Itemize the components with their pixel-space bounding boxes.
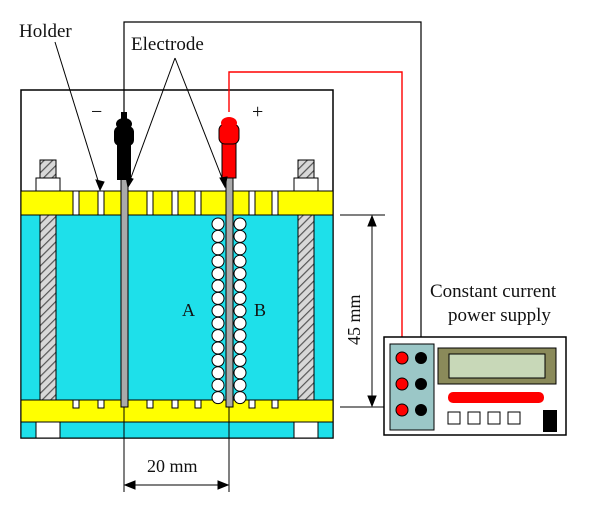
height-label: 45 mm [344,294,364,345]
holder-label: Holder [19,21,72,42]
bead [211,229,225,243]
power-supply [383,336,567,436]
bead [211,316,225,330]
bottom-strip [20,421,334,439]
power-supply-label-line2: power supply [448,305,551,326]
red-terminal [395,351,409,365]
bead [211,304,225,318]
positive-clip [218,117,240,179]
bead [211,279,225,293]
control-button [487,411,501,425]
bead [233,229,247,243]
bead [233,254,247,268]
bead [233,316,247,330]
black-terminal [415,404,427,416]
right-bolt [293,159,319,439]
bead [233,304,247,318]
bead [233,391,247,405]
bead [233,242,247,256]
minus-sign: − [91,101,102,123]
negative-electrode [120,144,129,408]
height-dimension [340,214,385,408]
top-plate-holes [72,190,279,216]
bead [233,217,247,231]
positive-electrode [225,139,234,408]
electrode-label: Electrode [131,34,204,55]
bead [233,378,247,392]
bead [211,378,225,392]
bead [211,353,225,367]
left-bolt [35,159,61,439]
red-terminal [395,403,409,417]
power-supply-label-line1: Constant current [430,281,557,302]
holder-arrow [54,41,105,192]
liquid-chamber [20,214,334,401]
bead [211,291,225,305]
spacing-label: 20 mm [147,456,198,476]
red-terminal [395,377,409,391]
control-button [507,411,521,425]
power-switch [543,410,557,432]
positive-wire [228,71,403,345]
control-button [447,411,461,425]
bead [211,366,225,380]
indicator-bar [448,392,544,403]
black-terminal [415,352,427,364]
negative-clip [114,112,134,180]
bottom-plate-holes [72,399,279,409]
spacing-dimension [123,407,230,492]
bead [233,353,247,367]
electrode-arrows [125,57,228,189]
bead [211,329,225,343]
control-button [467,411,481,425]
black-terminal [415,378,427,390]
bead [233,267,247,281]
bead [211,391,225,405]
region-a-label: A [182,300,195,320]
bead [233,341,247,355]
bead [233,329,247,343]
bead [211,341,225,355]
bead [211,267,225,281]
display-screen [448,353,546,379]
plus-sign: + [252,101,263,123]
bead [233,366,247,380]
bead [233,291,247,305]
bead [233,279,247,293]
bead-column [211,217,247,405]
negative-wire [123,21,422,345]
region-b-label: B [254,300,266,320]
bead [211,254,225,268]
bead [211,217,225,231]
bead [211,242,225,256]
